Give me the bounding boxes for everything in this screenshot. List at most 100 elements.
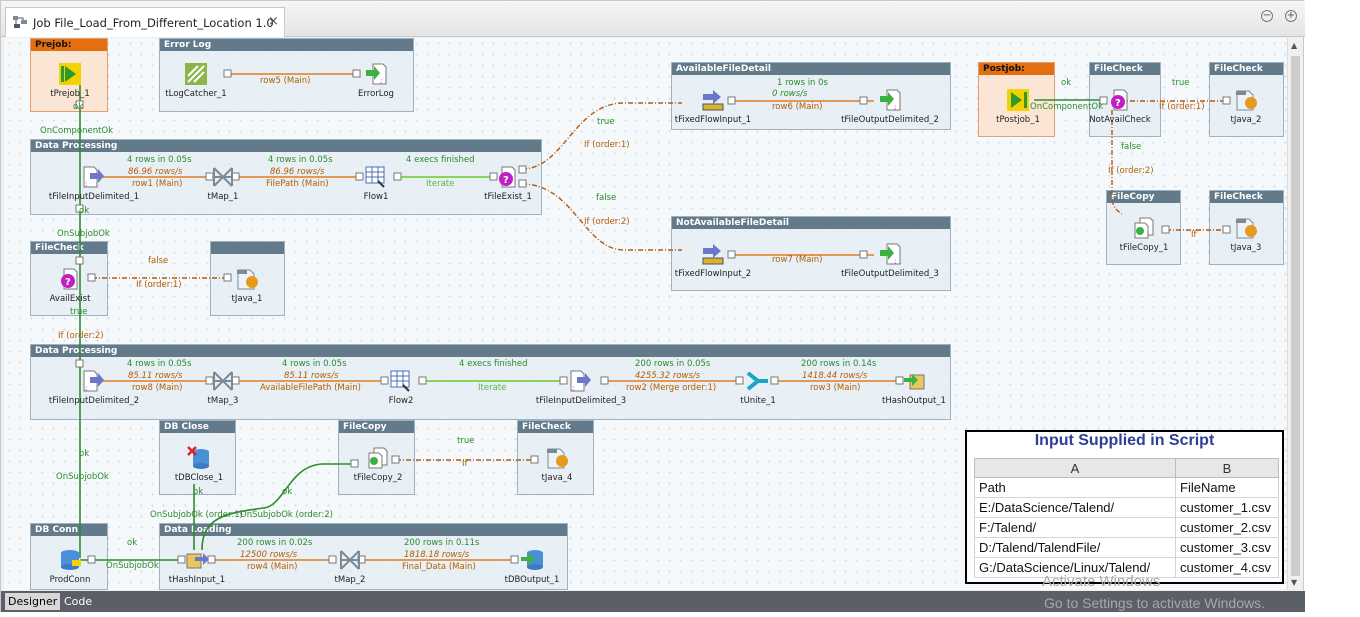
minimize-icon[interactable]: − — [1261, 10, 1273, 22]
subjob-title: Postjob: — [979, 63, 1054, 75]
file-input-icon[interactable]: ; — [82, 165, 106, 189]
component-label: tJava_2 — [1230, 115, 1262, 125]
component-label: tMap_1 — [207, 192, 239, 202]
filecopy-icon[interactable] — [1132, 216, 1156, 240]
job-tab[interactable]: Job File_Load_From_Different_Location 1.… — [5, 7, 285, 37]
link-label: 86.96 rows/s — [128, 167, 183, 177]
svg-text:;: ; — [894, 257, 896, 265]
scroll-up-icon[interactable]: ▲ — [1291, 41, 1298, 50]
component-label: tFixedFlowInput_2 — [674, 269, 752, 279]
java-icon[interactable] — [1234, 88, 1258, 112]
link-label: Final_Data (Main) — [402, 562, 476, 572]
subjob-title: Error Log — [160, 39, 413, 51]
flow-to-iterate-icon[interactable] — [364, 165, 388, 189]
tunite-icon[interactable] — [746, 369, 770, 393]
scroll-down-icon[interactable]: ▼ — [1291, 578, 1298, 587]
tab-code[interactable]: Code — [64, 595, 93, 608]
fileexist-icon[interactable]: ? — [496, 165, 520, 189]
link-label: false — [148, 256, 169, 266]
link-label: 4255.32 rows/s — [635, 371, 701, 381]
link-if-false-top — [521, 183, 682, 251]
table-cell: customer_3.csv — [1175, 537, 1279, 558]
link-label: row1 (Main) — [132, 179, 183, 189]
link-label: 200 rows in 0.14s — [801, 359, 877, 369]
link-label: 4 execs finished — [459, 359, 528, 369]
dbclose-icon[interactable] — [187, 446, 211, 470]
java-icon[interactable] — [1234, 216, 1258, 240]
component-label: tJava_3 — [1230, 243, 1262, 253]
java-icon[interactable] — [545, 446, 569, 470]
watermark-subtitle: Go to Settings to activate Windows. — [1044, 595, 1265, 611]
close-tab-icon[interactable]: × — [268, 14, 279, 29]
link-label: row8 (Main) — [132, 383, 183, 393]
file-output-icon[interactable]: ; — [364, 62, 388, 86]
link-label: If (order:1) — [584, 140, 630, 150]
tmap-icon[interactable] — [211, 369, 235, 393]
svg-text:;: ; — [85, 180, 87, 188]
prejob-icon[interactable] — [58, 62, 82, 86]
component-label: tFileInputDelimited_2 — [48, 396, 140, 406]
link-label: 200 rows in 0.02s — [237, 538, 313, 548]
component-label: NotAvailCheck — [1089, 115, 1151, 125]
link-label: 86.96 rows/s — [270, 167, 325, 177]
link-label: If (order:2) — [58, 331, 104, 341]
subjob-title: FileCheck — [1090, 63, 1160, 75]
link-label: 200 rows in 0.11s — [404, 538, 480, 548]
link-label: row5 (Main) — [260, 76, 311, 86]
subjob-title: Prejob: — [31, 39, 107, 51]
subjob-filecheck-mid[interactable]: FileCheck — [517, 420, 594, 495]
java-icon[interactable] — [235, 267, 259, 291]
link-label: ok — [73, 102, 84, 112]
fixedflow-icon[interactable] — [701, 88, 725, 112]
component-label: tJava_1 — [231, 294, 263, 304]
file-input-icon[interactable]: ; — [569, 369, 593, 393]
dboutput-icon[interactable] — [520, 548, 544, 572]
link-label: ok — [79, 206, 90, 216]
logcatcher-icon[interactable] — [184, 62, 208, 86]
connection-lines — [75, 69, 1231, 564]
vertical-scrollbar[interactable]: ▲ ▼ — [1287, 38, 1303, 590]
hashoutput-icon[interactable] — [902, 369, 926, 393]
dbconnection-icon[interactable] — [58, 548, 82, 572]
link-label: true — [457, 436, 475, 446]
file-input-icon[interactable]: ; — [82, 369, 106, 393]
maximize-icon[interactable]: + — [1285, 10, 1297, 22]
component-label: tDBOutput_1 — [504, 575, 560, 585]
component-label: tJava_4 — [541, 473, 573, 483]
file-output-icon[interactable]: ; — [878, 88, 902, 112]
component-label: tMap_3 — [207, 396, 239, 406]
link-label: false — [596, 193, 617, 203]
tmap-icon[interactable] — [338, 548, 362, 572]
component-label: tFileCopy_1 — [1119, 243, 1169, 253]
hashinput-icon[interactable] — [185, 548, 209, 572]
tab-designer[interactable]: Designer — [5, 593, 61, 610]
fileexist-icon[interactable]: ? — [58, 267, 82, 291]
subjob-title: Data Processing — [31, 140, 541, 152]
flow-to-iterate-icon[interactable] — [389, 369, 413, 393]
component-label: tMap_2 — [334, 575, 366, 585]
scrollbar-thumb[interactable] — [1291, 56, 1300, 576]
link-label: 4 rows in 0.05s — [268, 155, 333, 165]
link-if-true-top — [521, 102, 682, 170]
filecopy-icon[interactable] — [366, 446, 390, 470]
subjob-title: FileCheck — [518, 421, 593, 433]
component-label: tDBClose_1 — [174, 473, 224, 483]
fileexist-icon[interactable]: ? — [1108, 88, 1132, 112]
link-label: 200 rows in 0.05s — [635, 359, 711, 369]
link-label: OnSubjobOk — [57, 229, 110, 239]
link-label: 85.11 rows/s — [128, 371, 183, 381]
file-output-icon[interactable]: ; — [878, 242, 902, 266]
tmap-icon[interactable] — [211, 165, 235, 189]
fixedflow-icon[interactable] — [701, 242, 725, 266]
subjob-title: FileCheck — [1210, 191, 1283, 203]
link-onsubjobok-order2 — [201, 463, 354, 551]
postjob-icon[interactable] — [1006, 88, 1030, 112]
excel-title: Input Supplied in Script — [1034, 432, 1215, 449]
component-label: tFileInputDelimited_1 — [48, 192, 140, 202]
link-label: ok — [193, 487, 204, 497]
subjob-title: Data Processing — [31, 345, 950, 357]
svg-text:;: ; — [380, 77, 382, 85]
link-label: 1 rows in 0s — [777, 78, 828, 88]
link-label: 4 execs finished — [406, 155, 475, 165]
subjob-title: DB Close — [160, 421, 235, 433]
